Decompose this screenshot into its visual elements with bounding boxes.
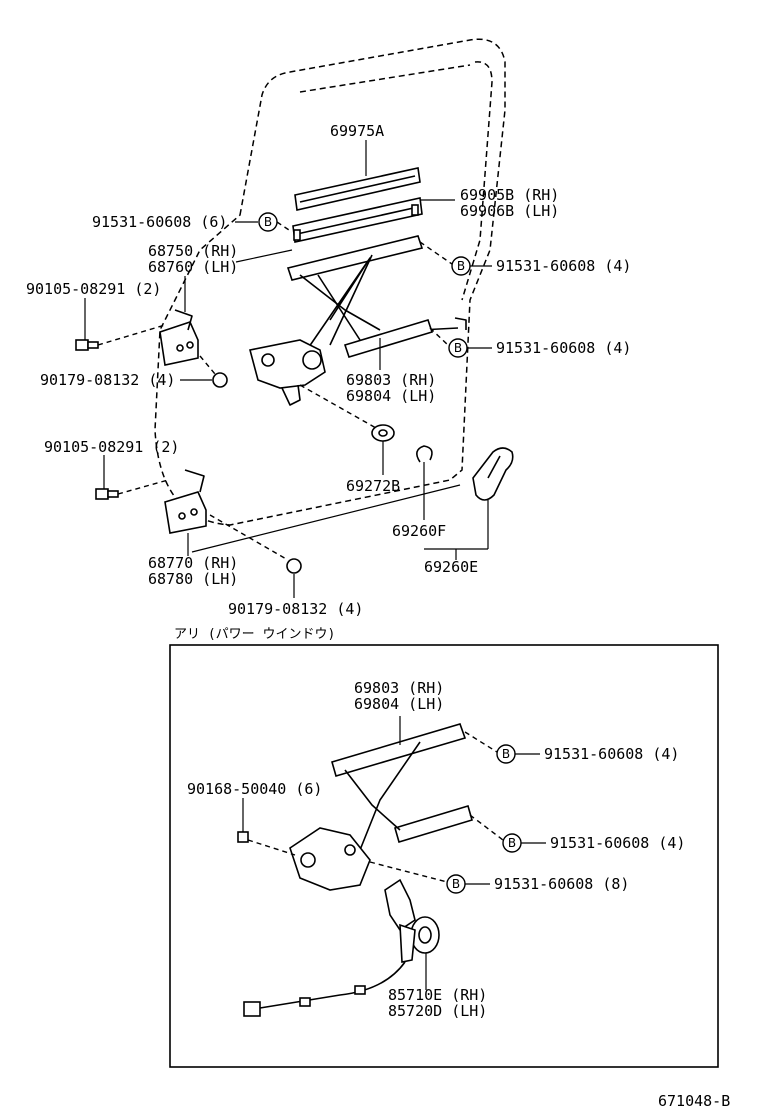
inset-frame bbox=[169, 644, 719, 1068]
clip bbox=[416, 445, 433, 463]
washer bbox=[299, 384, 395, 442]
bolt-lower bbox=[95, 479, 169, 500]
label-69906b: 69906B (LH) bbox=[460, 202, 559, 220]
label-i91531-4b: 91531-60608 (4) bbox=[550, 834, 685, 852]
svg-text:B: B bbox=[454, 341, 462, 355]
label-i91531-8: 91531-60608 (8) bbox=[494, 875, 629, 893]
labels-inset: 69803 (RH) 69804 (LH) 91531-60608 (4) 90… bbox=[187, 679, 685, 1020]
svg-text:B: B bbox=[452, 877, 460, 891]
door-outline bbox=[154, 38, 506, 526]
glass-channel bbox=[294, 167, 421, 211]
label-91531-4a: 91531-60608 (4) bbox=[496, 257, 631, 275]
lower-hinge bbox=[164, 469, 207, 534]
diagram-code: 671048-B bbox=[658, 1092, 730, 1110]
label-i69803: 69803 (RH) bbox=[354, 679, 444, 697]
b-marker-1: B bbox=[258, 212, 278, 232]
label-90179b: 90179-08132 (4) bbox=[228, 600, 363, 618]
inset-title: アリ (パワー ウインドウ) bbox=[174, 627, 335, 642]
manual-regulator bbox=[249, 235, 434, 406]
svg-text:B: B bbox=[264, 215, 272, 229]
label-69260f: 69260F bbox=[392, 522, 446, 540]
b-marker-3: B bbox=[448, 338, 468, 358]
label-69803: 69803 (RH) bbox=[346, 371, 436, 389]
svg-text:B: B bbox=[508, 836, 516, 850]
nut-upper bbox=[199, 355, 228, 388]
label-90105b: 90105-08291 (2) bbox=[44, 438, 179, 456]
label-i85710e: 85710E (RH) bbox=[388, 986, 487, 1004]
label-90179a: 90179-08132 (4) bbox=[40, 371, 175, 389]
power-window-motor bbox=[243, 878, 440, 1017]
label-69804: 69804 (LH) bbox=[346, 387, 436, 405]
bolt-upper bbox=[75, 324, 166, 351]
upper-hinge bbox=[159, 309, 199, 366]
leader-lines-top bbox=[84, 140, 492, 598]
label-i85720d: 85720D (LH) bbox=[388, 1002, 487, 1020]
label-i90168: 90168-50040 (6) bbox=[187, 780, 322, 798]
label-90105a: 90105-08291 (2) bbox=[26, 280, 161, 298]
b-marker-2: B bbox=[451, 256, 471, 276]
label-69975a: 69975A bbox=[330, 122, 384, 140]
label-i91531-4a: 91531-60608 (4) bbox=[544, 745, 679, 763]
label-91531-4b: 91531-60608 (4) bbox=[496, 339, 631, 357]
b-marker-inset-2: B bbox=[502, 833, 522, 853]
label-69905b: 69905B (RH) bbox=[460, 186, 559, 204]
label-68760: 68760 (LH) bbox=[148, 258, 238, 276]
svg-text:B: B bbox=[502, 747, 510, 761]
label-69272b: 69272B bbox=[346, 477, 400, 495]
b-marker-inset-1: B bbox=[496, 744, 516, 764]
label-i69804: 69804 (LH) bbox=[354, 695, 444, 713]
power-regulator bbox=[289, 723, 473, 891]
labels-top: 69975A 69905B (RH) 69906B (LH) 91531-606… bbox=[26, 122, 631, 618]
label-68750: 68750 (RH) bbox=[148, 242, 238, 260]
label-68770: 68770 (RH) bbox=[148, 554, 238, 572]
leader-lines-inset bbox=[242, 716, 546, 990]
label-68780: 68780 (LH) bbox=[148, 570, 238, 588]
b-marker-inset-3: B bbox=[446, 874, 466, 894]
label-91531-6: 91531-60608 (6) bbox=[92, 213, 227, 231]
crank-handle bbox=[472, 447, 514, 501]
label-69260e: 69260E bbox=[424, 558, 478, 576]
inset-screw bbox=[237, 831, 296, 856]
lower-channel bbox=[292, 197, 423, 243]
svg-text:B: B bbox=[457, 259, 465, 273]
